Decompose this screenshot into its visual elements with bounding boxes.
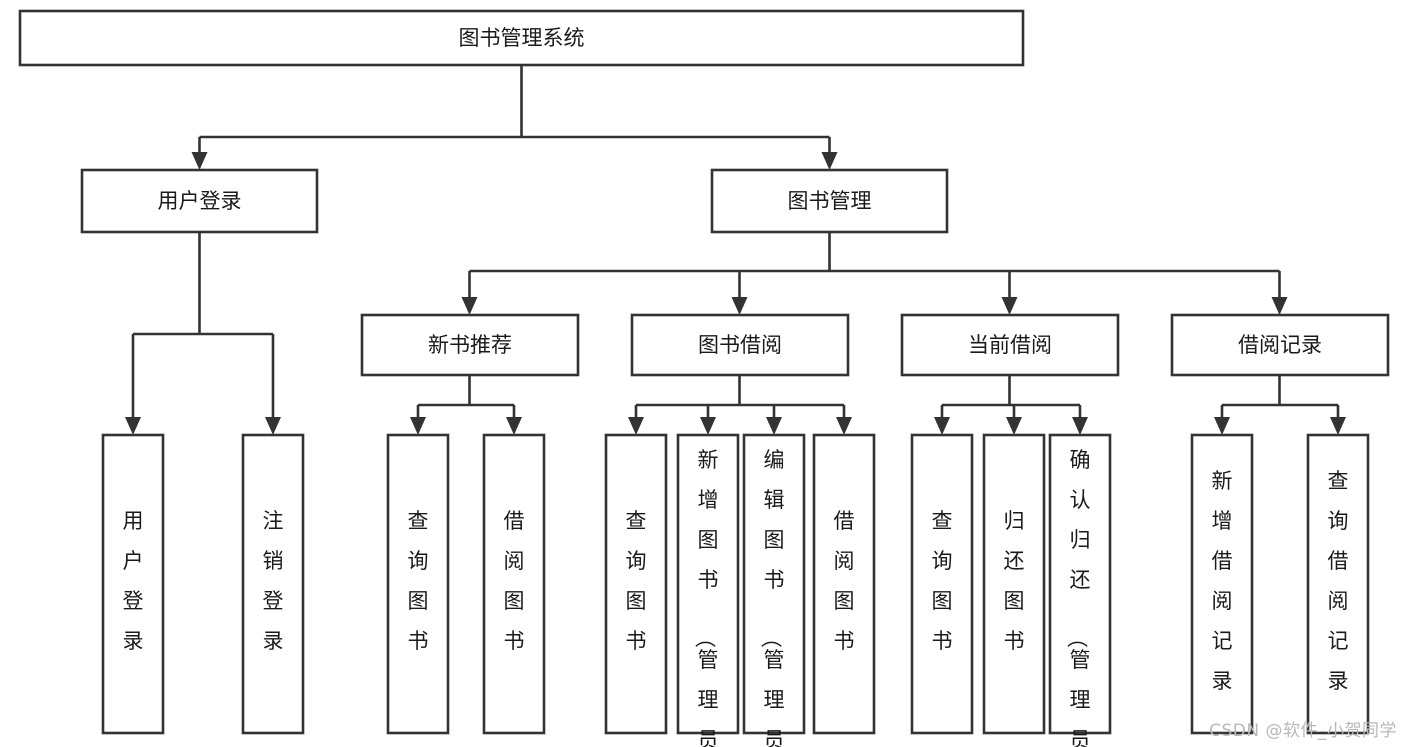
leaf-node[interactable]: 注销登录 bbox=[241, 433, 305, 735]
leaf-node[interactable]: 查询图书 bbox=[910, 433, 974, 735]
leaf-node-box[interactable] bbox=[676, 433, 740, 735]
leaf-node[interactable]: 用户登录 bbox=[101, 433, 165, 735]
arrow-head-leaf-logout bbox=[265, 417, 281, 435]
node-book-borrow-box[interactable] bbox=[630, 313, 850, 377]
arrow-head-leaf-return-book bbox=[1006, 417, 1022, 435]
leaf-node[interactable]: 查询图书 bbox=[604, 433, 668, 735]
node-borrow-record-label: 借阅记录 bbox=[1238, 333, 1322, 357]
node-book-borrow[interactable]: 图书借阅 bbox=[630, 313, 850, 377]
arrow-head-leaf-borrow-book-1 bbox=[506, 417, 522, 435]
arrow-head-leaf-query-book-2 bbox=[628, 417, 644, 435]
connector-root-to-bus bbox=[198, 65, 831, 156]
arrow-head-leaf-query-book-1 bbox=[410, 417, 426, 435]
leaf-node-box[interactable] bbox=[604, 433, 668, 735]
leaf-node-box[interactable] bbox=[482, 433, 546, 735]
leaf-node[interactable]: 查询图书 bbox=[386, 433, 450, 735]
leaf-node-box[interactable] bbox=[982, 433, 1046, 735]
leaf-node-label: 借阅图书 bbox=[504, 509, 525, 653]
leaf-node-layer: 用户登录 注销登录 查询图书 借阅图书 查询图书 新增图书（管理员） 编辑图书（管理员） 借阅… bbox=[101, 433, 1370, 747]
node-new-book-recommend[interactable]: 新书推荐 bbox=[360, 313, 580, 377]
arrow-head-to-borrow-record bbox=[1271, 297, 1288, 315]
leaf-node[interactable]: 借阅图书 bbox=[482, 433, 546, 735]
leaf-node-label: 查询图书 bbox=[408, 509, 429, 653]
leaf-node-box[interactable] bbox=[1190, 433, 1254, 735]
arrow-head-leaf-add-book bbox=[700, 417, 716, 435]
leaf-node-box[interactable] bbox=[812, 433, 876, 735]
arrow-head-leaf-confirm-return bbox=[1072, 417, 1088, 435]
leaf-node-label: 查询借阅记录 bbox=[1328, 469, 1349, 693]
leaf-node-label: 新增借阅记录 bbox=[1212, 469, 1233, 693]
leaf-node-box[interactable] bbox=[386, 433, 450, 735]
leaf-node-label: 用户登录 bbox=[123, 509, 144, 653]
node-book-management[interactable]: 图书管理 bbox=[710, 168, 949, 234]
node-book-management-label: 图书管理 bbox=[788, 189, 872, 213]
leaf-node-box[interactable] bbox=[241, 433, 305, 735]
leaf-node-label: 新增图书（管理员） bbox=[693, 448, 719, 747]
node-new-book-recommend-label: 新书推荐 bbox=[428, 333, 512, 357]
leaf-node-box[interactable] bbox=[1048, 433, 1112, 735]
arrow-head-leaf-user-login bbox=[125, 417, 141, 435]
node-root-label: 图书管理系统 bbox=[459, 26, 585, 50]
node-current-borrow-label: 当前借阅 bbox=[968, 333, 1052, 357]
node-user-login[interactable]: 用户登录 bbox=[80, 168, 319, 234]
arrow-head-to-new-book-recommend bbox=[461, 297, 478, 315]
node-borrow-record-box[interactable] bbox=[1170, 313, 1390, 377]
leaf-node-box[interactable] bbox=[742, 433, 806, 735]
arrow-head-to-current-borrow bbox=[1001, 297, 1018, 315]
leaf-node[interactable]: 新增借阅记录 bbox=[1190, 433, 1254, 735]
node-current-borrow-box[interactable] bbox=[900, 313, 1120, 377]
arrow-head-leaf-query-record bbox=[1330, 417, 1346, 435]
leaf-node[interactable]: 借阅图书 bbox=[812, 433, 876, 735]
leaf-node-label: 归还图书 bbox=[1004, 509, 1025, 653]
leaf-node-label: 借阅图书 bbox=[834, 509, 855, 653]
leaf-node[interactable]: 归还图书 bbox=[982, 433, 1046, 735]
connector-bookborrow-to-leaves bbox=[634, 375, 846, 421]
leaf-node-box[interactable] bbox=[1306, 433, 1370, 735]
arrow-head-leaf-query-book-3 bbox=[934, 417, 950, 435]
arrow-head-leaf-edit-book bbox=[766, 417, 782, 435]
node-book-borrow-label: 图书借阅 bbox=[698, 333, 782, 357]
leaf-node-label: 查询图书 bbox=[626, 509, 647, 653]
leaf-node-label: 注销登录 bbox=[263, 509, 284, 653]
connector-currentborrow-to-leaves bbox=[940, 375, 1082, 421]
connector-bookmgmt-to-bus bbox=[468, 232, 1281, 301]
arrow-head-to-book-management bbox=[821, 152, 838, 170]
arrow-head-leaf-borrow-book-2 bbox=[836, 417, 852, 435]
node-new-book-recommend-box[interactable] bbox=[360, 313, 580, 377]
arrow-head-to-user-login bbox=[191, 152, 208, 170]
leaf-node-box[interactable] bbox=[910, 433, 974, 735]
connector-newbook-to-leaves bbox=[416, 375, 516, 421]
arrow-head-leaf-add-record bbox=[1214, 417, 1230, 435]
leaf-node[interactable]: 新增图书（管理员） bbox=[676, 433, 740, 747]
node-root[interactable]: 图书管理系统 bbox=[18, 9, 1025, 67]
leaf-node[interactable]: 编辑图书（管理员） bbox=[742, 433, 806, 747]
leaf-node-label: 编辑图书（管理员） bbox=[759, 448, 785, 747]
connector-borrowrecord-to-leaves bbox=[1220, 375, 1340, 421]
node-current-borrow[interactable]: 当前借阅 bbox=[900, 313, 1120, 377]
node-book-management-box[interactable] bbox=[710, 168, 949, 234]
leaf-node[interactable]: 查询借阅记录 bbox=[1306, 433, 1370, 735]
leaf-node-label: 查询图书 bbox=[932, 509, 953, 653]
node-user-login-box[interactable] bbox=[80, 168, 319, 234]
node-borrow-record[interactable]: 借阅记录 bbox=[1170, 313, 1390, 377]
node-root-box[interactable] bbox=[18, 9, 1025, 67]
leaf-node[interactable]: 确认归还（管理员） bbox=[1048, 433, 1112, 747]
node-user-login-label: 用户登录 bbox=[158, 189, 242, 213]
arrow-head-to-book-borrow bbox=[731, 297, 748, 315]
leaf-node-box[interactable] bbox=[101, 433, 165, 735]
connector-userlogin-to-leaves bbox=[131, 232, 275, 421]
connector-layer bbox=[125, 65, 1346, 435]
leaf-node-label: 确认归还（管理员） bbox=[1065, 448, 1091, 747]
